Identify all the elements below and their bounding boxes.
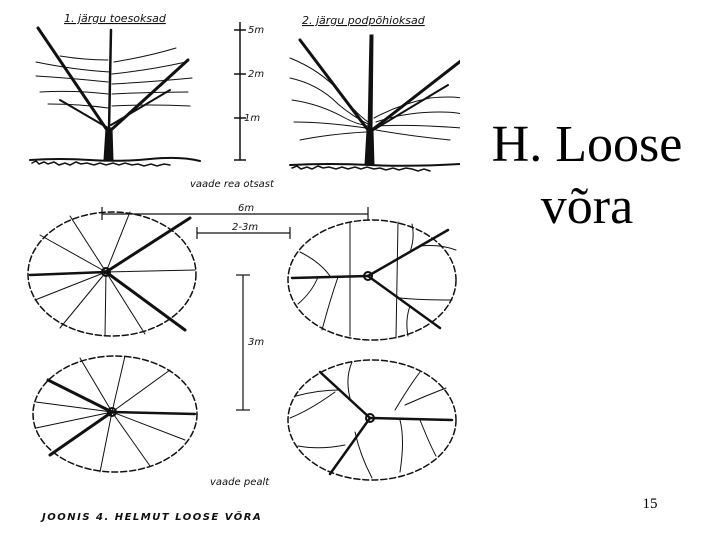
- height-label-5m: 5m: [248, 25, 264, 36]
- page-number: 15: [642, 496, 658, 512]
- label-second-order: 2. järgu podpõhioksad: [302, 14, 426, 27]
- label-width-2-3m: 2-3m: [232, 222, 258, 233]
- label-first-order: 1. järgu toesoksad: [64, 12, 167, 25]
- height-scale: [234, 22, 246, 161]
- slide-title-line1: H. Loose: [491, 116, 683, 173]
- plan-view-lower-right: [287, 359, 457, 481]
- slide-title: H. Loose võra: [462, 114, 712, 238]
- label-view-from-top: vaade pealt: [210, 477, 270, 488]
- side-view-left: [29, 26, 201, 167]
- plan-view-upper-right: [287, 219, 457, 341]
- label-depth-3m: 3m: [248, 337, 264, 348]
- width-dimensions: [101, 207, 369, 239]
- plan-view-lower-left: [32, 355, 198, 473]
- slide-title-line2: võra: [540, 178, 634, 235]
- label-view-along-row: vaade rea otsast: [190, 179, 275, 190]
- label-width-6m: 6m: [238, 203, 254, 214]
- crown-diagram: 5m 2m 1m 1. järgu toesoksad 2. järgu pod…: [27, 12, 460, 523]
- plan-view-upper-left: [27, 211, 197, 337]
- side-view-right: [289, 34, 460, 172]
- depth-dimension: [236, 274, 250, 411]
- figure-caption: JOONIS 4. HELMUT LOOSE VÕRA: [40, 510, 262, 523]
- height-label-2m: 2m: [248, 69, 264, 80]
- height-label-1m: 1m: [244, 113, 260, 124]
